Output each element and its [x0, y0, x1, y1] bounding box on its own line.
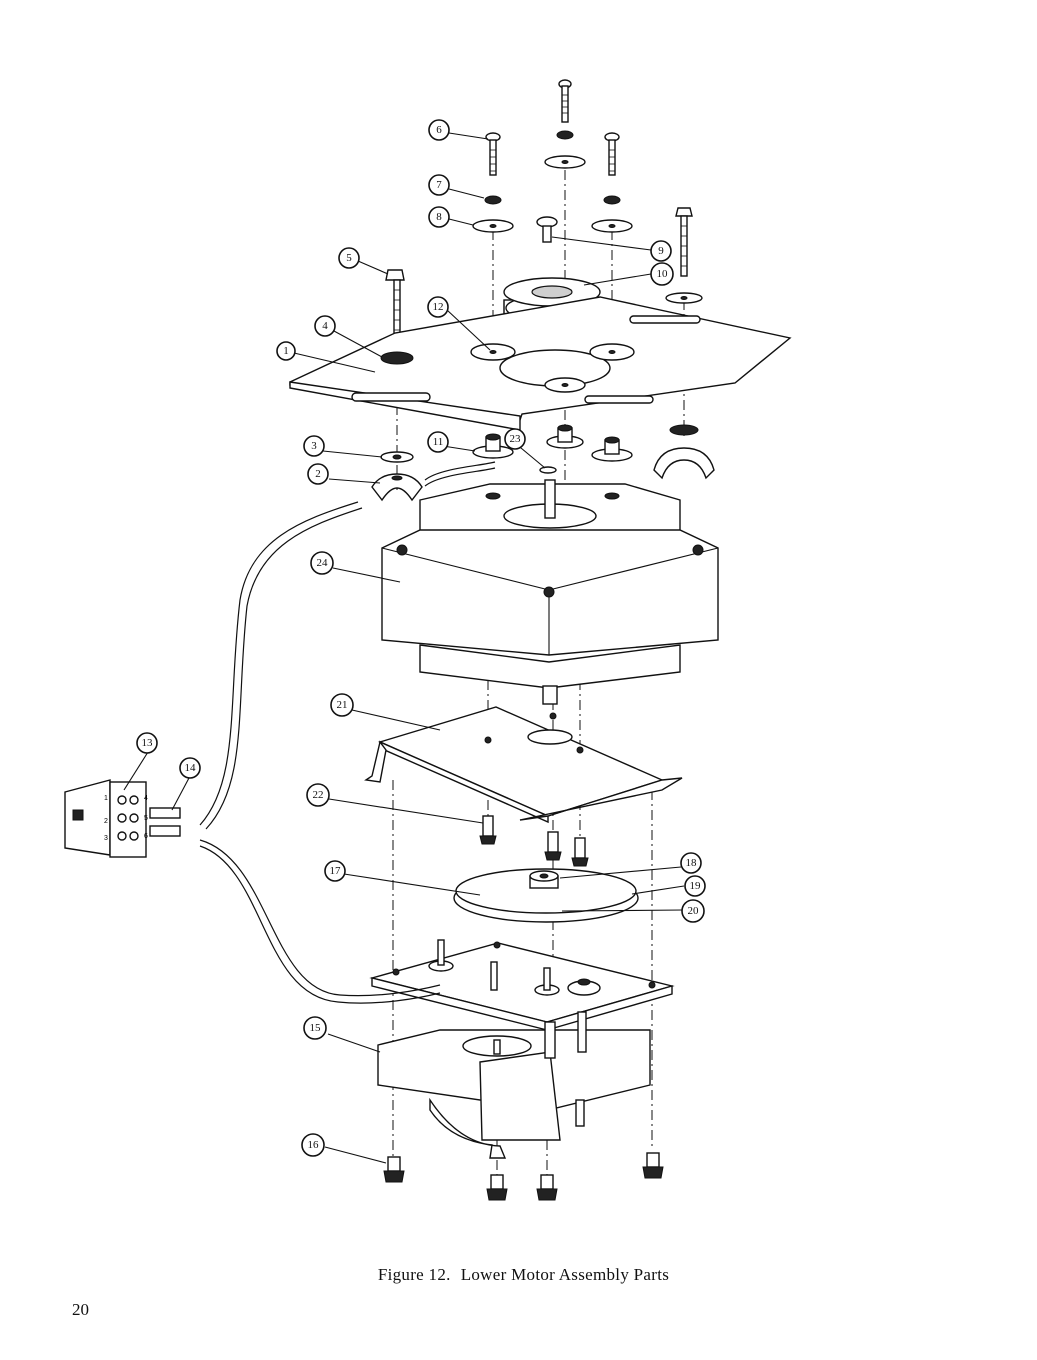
callout-19: 19: [684, 875, 706, 897]
svg-text:19: 19: [690, 880, 702, 892]
bottom-screws: [383, 1152, 664, 1201]
callout-16: 16: [301, 1133, 325, 1157]
callout-15: 15: [303, 1016, 327, 1040]
callout-20: 20: [681, 899, 705, 923]
svg-text:9: 9: [658, 245, 664, 257]
svg-text:13: 13: [142, 737, 154, 749]
callout-10: 10: [650, 262, 674, 286]
callout-21: 21: [330, 693, 354, 717]
callout-1: 1: [276, 341, 296, 361]
svg-text:4: 4: [322, 320, 328, 332]
svg-text:22: 22: [313, 789, 324, 801]
svg-text:17: 17: [330, 865, 342, 877]
svg-text:8: 8: [436, 211, 442, 223]
fan-disc: [453, 868, 639, 923]
svg-text:5: 5: [346, 252, 352, 264]
callout-13: 13: [136, 732, 158, 754]
connector-plug: [64, 779, 181, 858]
callout-3: 3: [303, 435, 325, 457]
svg-text:1: 1: [283, 345, 289, 357]
figure-label: Figure 12.: [377, 1265, 451, 1284]
bracket-screws: [479, 815, 589, 867]
callout-11: 11: [427, 431, 449, 453]
callout-14: 14: [179, 757, 201, 779]
callout-7: 7: [428, 174, 450, 196]
svg-text:6: 6: [436, 124, 442, 136]
top-plate: [289, 296, 792, 431]
svg-text:15: 15: [310, 1022, 322, 1034]
callout-18: 18: [680, 852, 702, 874]
svg-text:6: 6: [144, 833, 148, 840]
callout-22: 22: [306, 783, 330, 807]
svg-text:1: 1: [104, 795, 108, 802]
callout-8: 8: [428, 206, 450, 228]
svg-text:20: 20: [688, 905, 700, 917]
svg-text:18: 18: [686, 857, 698, 869]
grommets: [371, 424, 715, 502]
connector-pin-labels: 1 2 3 4 5 6: [104, 795, 148, 842]
motor-bracket: [364, 706, 683, 824]
page-number: 20: [72, 1300, 89, 1319]
svg-text:12: 12: [433, 301, 444, 313]
svg-text:14: 14: [185, 762, 197, 774]
svg-text:3: 3: [104, 835, 108, 842]
callout-5: 5: [338, 247, 360, 269]
leader-lines: [123, 132, 685, 1164]
callout-23: 23: [504, 428, 526, 450]
svg-text:16: 16: [308, 1139, 320, 1151]
svg-text:11: 11: [433, 436, 444, 448]
svg-text:21: 21: [337, 699, 348, 711]
wires: [199, 461, 496, 1004]
callout-2: 2: [307, 463, 329, 485]
callout-24: 24: [310, 551, 334, 575]
svg-text:7: 7: [436, 179, 442, 191]
callout-12: 12: [427, 296, 449, 318]
svg-text:2: 2: [315, 468, 321, 480]
svg-text:3: 3: [311, 440, 317, 452]
lower-motor: [369, 939, 675, 1159]
figure-title: Lower Motor Assembly Parts: [460, 1265, 670, 1284]
callout-9: 9: [650, 240, 672, 262]
callout-6: 6: [428, 119, 450, 141]
svg-text:4: 4: [144, 795, 148, 802]
svg-text:24: 24: [317, 557, 329, 569]
svg-text:23: 23: [510, 433, 522, 445]
callout-17: 17: [324, 860, 346, 882]
upper-motor: [381, 479, 719, 705]
svg-text:10: 10: [657, 268, 669, 280]
svg-text:5: 5: [144, 815, 148, 822]
svg-text:2: 2: [104, 818, 108, 825]
figure-caption: Figure 12. Lower Motor Assembly Parts: [0, 1265, 1037, 1285]
callout-4: 4: [314, 315, 336, 337]
top-fasteners: [385, 79, 703, 343]
